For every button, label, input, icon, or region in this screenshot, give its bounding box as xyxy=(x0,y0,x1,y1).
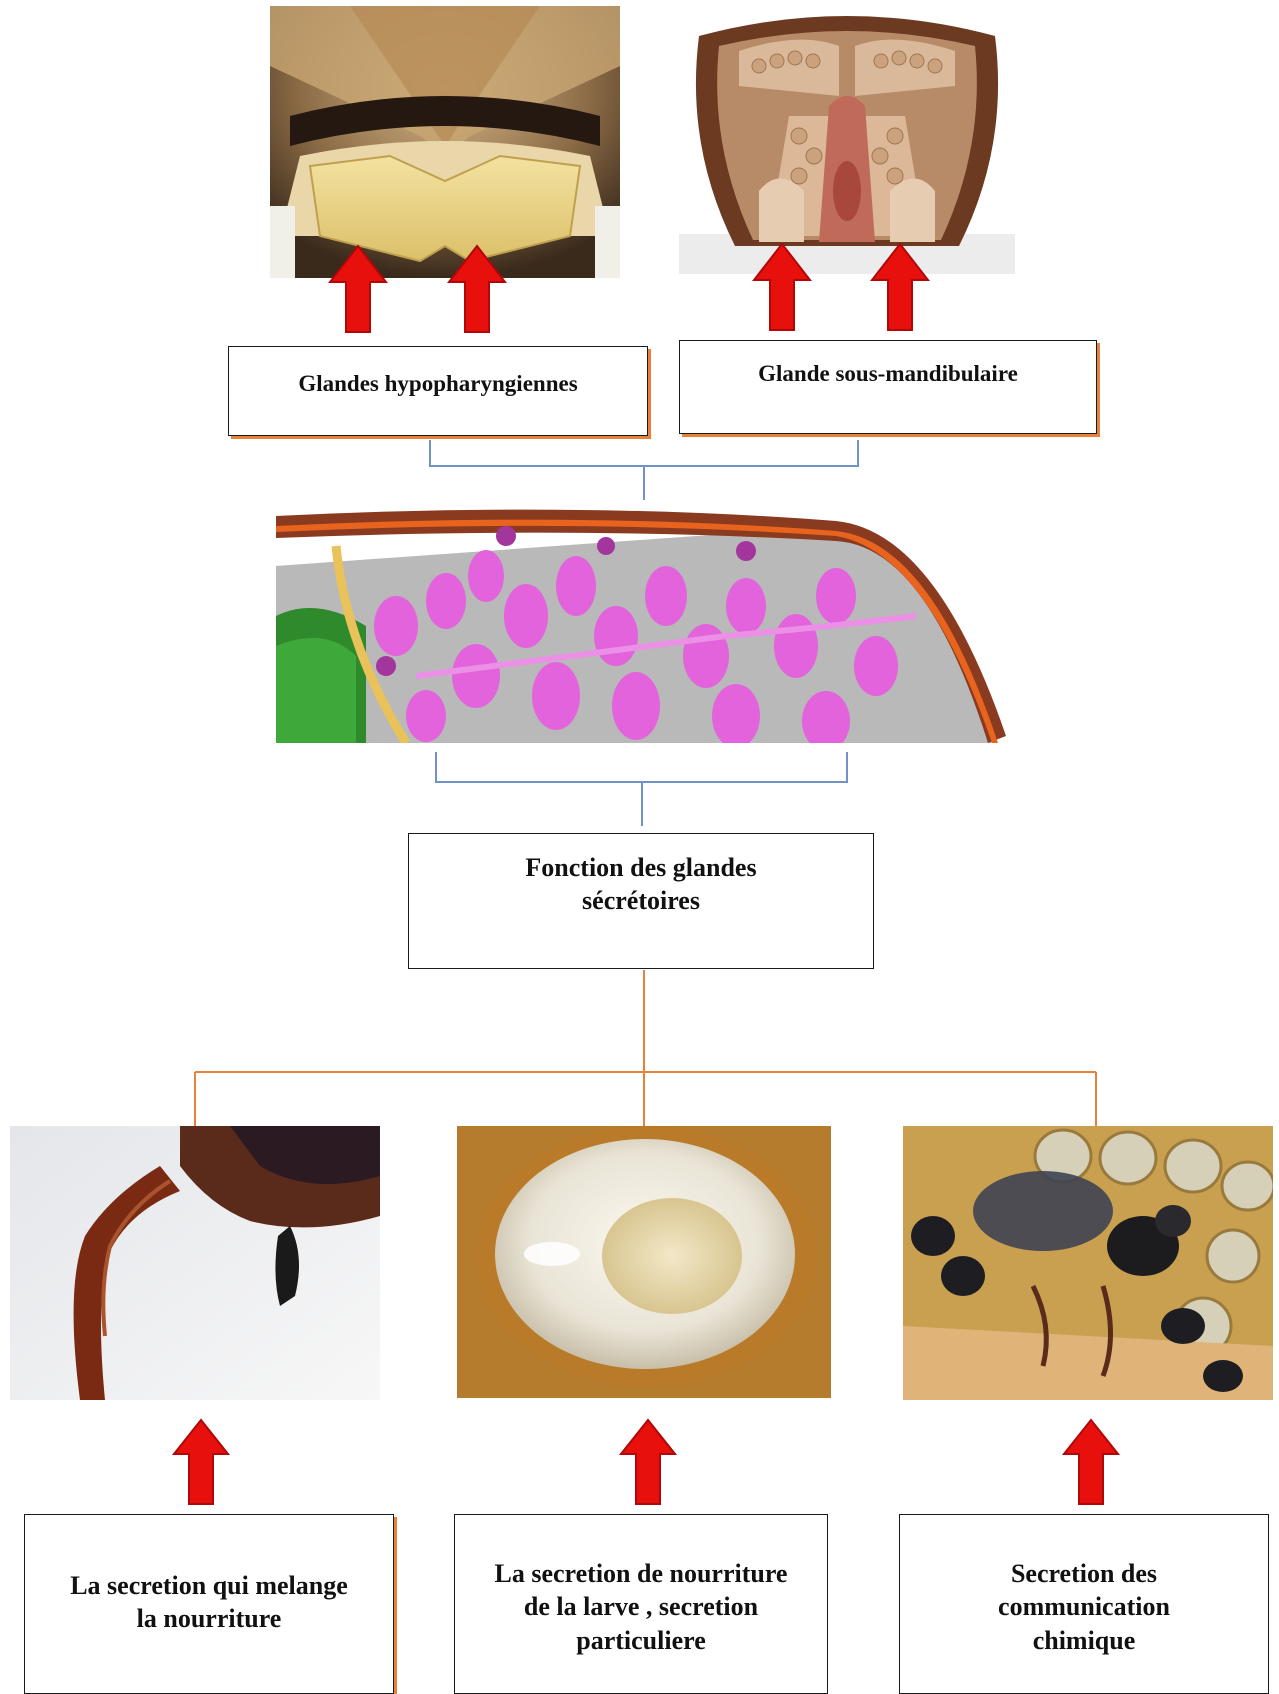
mix-food-text: La secretion qui melange la nourriture xyxy=(64,1569,354,1636)
hypopharyngeal-glands-text: Glandes hypopharyngiennes xyxy=(298,371,577,396)
chemical-comm-text: Secretion des communication chimique xyxy=(969,1557,1199,1657)
royal-jelly-photo xyxy=(457,1126,831,1398)
function-label: Fonction des glandes sécrétoires xyxy=(408,833,874,969)
arrow-up-icon xyxy=(172,1418,230,1506)
larva-food-text: La secretion de nourriture de la larve ,… xyxy=(486,1557,796,1657)
glands-illustration xyxy=(276,506,1006,743)
submandibular-gland-label: Glande sous-mandibulaire xyxy=(679,340,1097,434)
function-text: Fonction des glandes sécrétoires xyxy=(491,852,791,917)
proboscis-photo xyxy=(10,1126,380,1400)
arrow-up-icon xyxy=(870,242,930,332)
arrow-up-icon xyxy=(1062,1418,1120,1506)
arrow-up-icon xyxy=(619,1418,677,1506)
top-bracket xyxy=(430,440,858,500)
larva-food-label: La secretion de nourriture de la larve ,… xyxy=(454,1514,828,1694)
arrow-up-icon xyxy=(328,244,388,334)
arrow-up-icon xyxy=(752,242,812,332)
arrow-up-icon xyxy=(447,244,507,334)
middle-bracket xyxy=(436,752,847,826)
hypopharyngeal-photo xyxy=(270,6,620,278)
hypopharyngeal-glands-label: Glandes hypopharyngiennes xyxy=(228,346,648,436)
mix-food-label: La secretion qui melange la nourriture xyxy=(24,1514,394,1694)
submandibular-diagram xyxy=(679,6,1015,274)
chemical-comm-label: Secretion des communication chimique xyxy=(899,1514,1269,1694)
function-tree-lines xyxy=(195,970,1096,1126)
submandibular-gland-text: Glande sous-mandibulaire xyxy=(758,361,1018,386)
bees-on-comb-photo xyxy=(903,1126,1273,1400)
